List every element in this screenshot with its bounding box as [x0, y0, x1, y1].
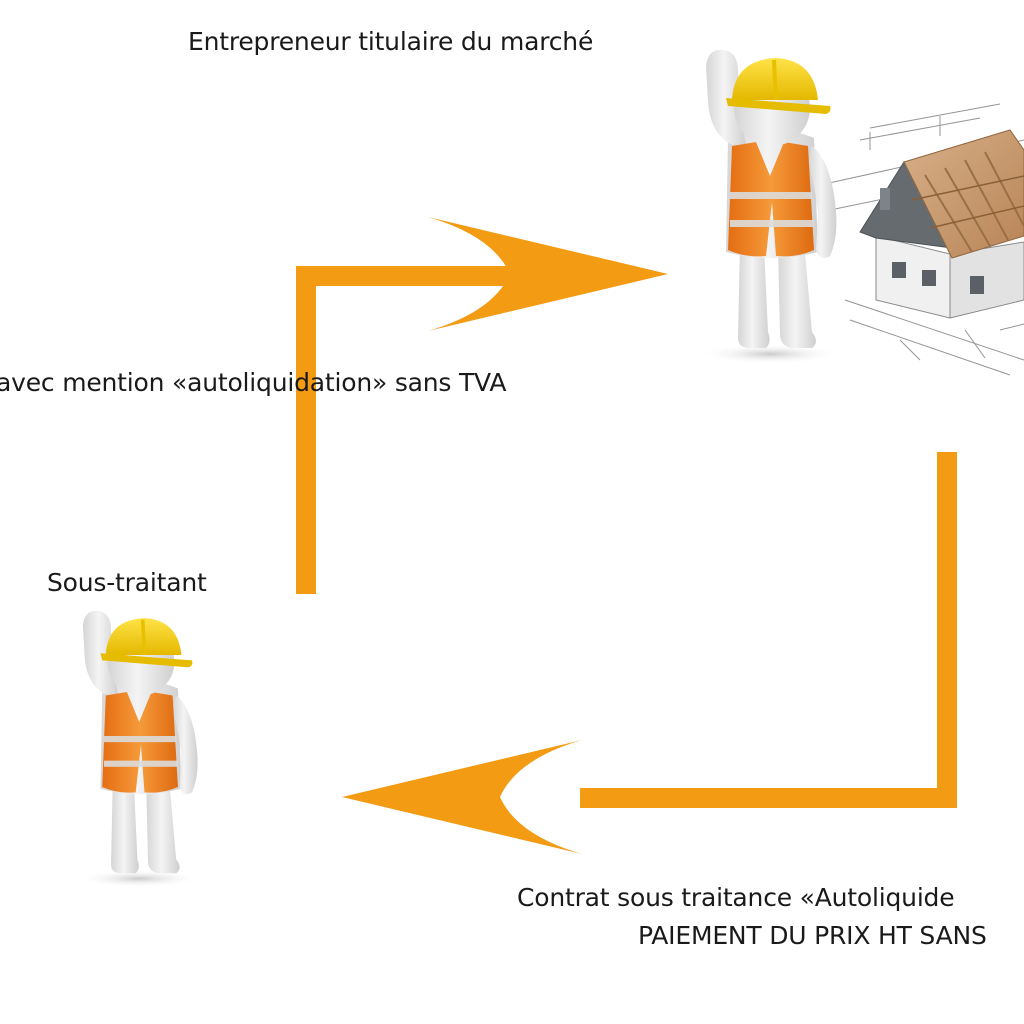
- construction-worker-icon: [75, 609, 203, 890]
- contract-label-line1: Contrat sous traitance «Autoliquide: [517, 883, 955, 912]
- main-contractor-label: Entrepreneur titulaire du marché: [188, 27, 594, 56]
- flow-arrow-icon: [342, 452, 957, 854]
- construction-worker-icon: [698, 47, 842, 367]
- subcontractor-label: Sous-traitant: [47, 568, 207, 597]
- flow-arrow-icon: [296, 217, 668, 594]
- house-blueprint-icon: [819, 103, 1024, 376]
- contract-label-line2: PAIEMENT DU PRIX HT SANS: [638, 921, 987, 950]
- invoice-note-label: avec mention «autoliquidation» sans TVA: [0, 368, 507, 397]
